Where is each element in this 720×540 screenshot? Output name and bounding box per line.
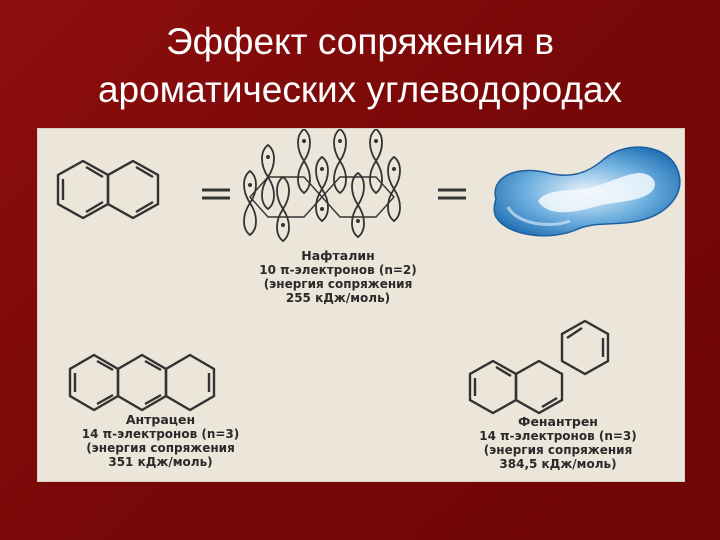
naphthalene-caption: Нафталин 10 π-электронов (n=2) (энергия … xyxy=(223,248,453,306)
phenanthrene-energy-caption: (энергия сопряжения xyxy=(483,443,633,457)
phenanthrene-structure xyxy=(468,319,610,415)
equals-sign-1 xyxy=(202,188,230,200)
p-orbital-diagram xyxy=(243,129,401,243)
title-line-1: Эффект сопряжения в xyxy=(165,21,554,62)
naphthalene-structure xyxy=(56,159,160,220)
title-line-2: ароматических углеводородах xyxy=(97,69,623,110)
phenanthrene-electrons: 14 π-электронов (n=3) xyxy=(479,429,637,443)
anthracene-energy-caption: (энергия сопряжения xyxy=(86,441,235,455)
pi-electron-cloud-image xyxy=(493,146,681,237)
anthracene-structure xyxy=(68,353,216,412)
phenanthrene-caption: Фенантрен 14 π-электронов (n=3) (энергия… xyxy=(448,414,668,472)
anthracene-energy-value: 351 кДж/моль) xyxy=(108,455,213,469)
phenanthrene-energy-value: 384,5 кДж/моль) xyxy=(499,457,617,471)
electron-dots xyxy=(248,139,396,227)
slide-title: Эффект сопряжения в ароматических углево… xyxy=(40,18,680,114)
naphthalene-energy-value: 255 кДж/моль) xyxy=(285,291,391,305)
naphthalene-energy-caption: (энергия сопряжения xyxy=(263,277,413,291)
anthracene-caption: Антрацен 14 π-электронов (n=3) (энергия … xyxy=(53,412,268,470)
naphthalene-name: Нафталин xyxy=(301,248,375,263)
orbital-lobes xyxy=(243,129,401,243)
anthracene-electrons: 14 π-электронов (n=3) xyxy=(81,427,240,441)
anthracene-name: Антрацен xyxy=(125,412,196,427)
naphthalene-electrons: 10 π-электронов (n=2) xyxy=(259,263,417,277)
structures-drawing xyxy=(56,129,681,415)
equals-sign-2 xyxy=(438,188,466,200)
aromatic-figure: Нафталин 10 π-электронов (n=2) (энергия … xyxy=(37,128,685,482)
phenanthrene-name: Фенантрен xyxy=(518,414,598,429)
